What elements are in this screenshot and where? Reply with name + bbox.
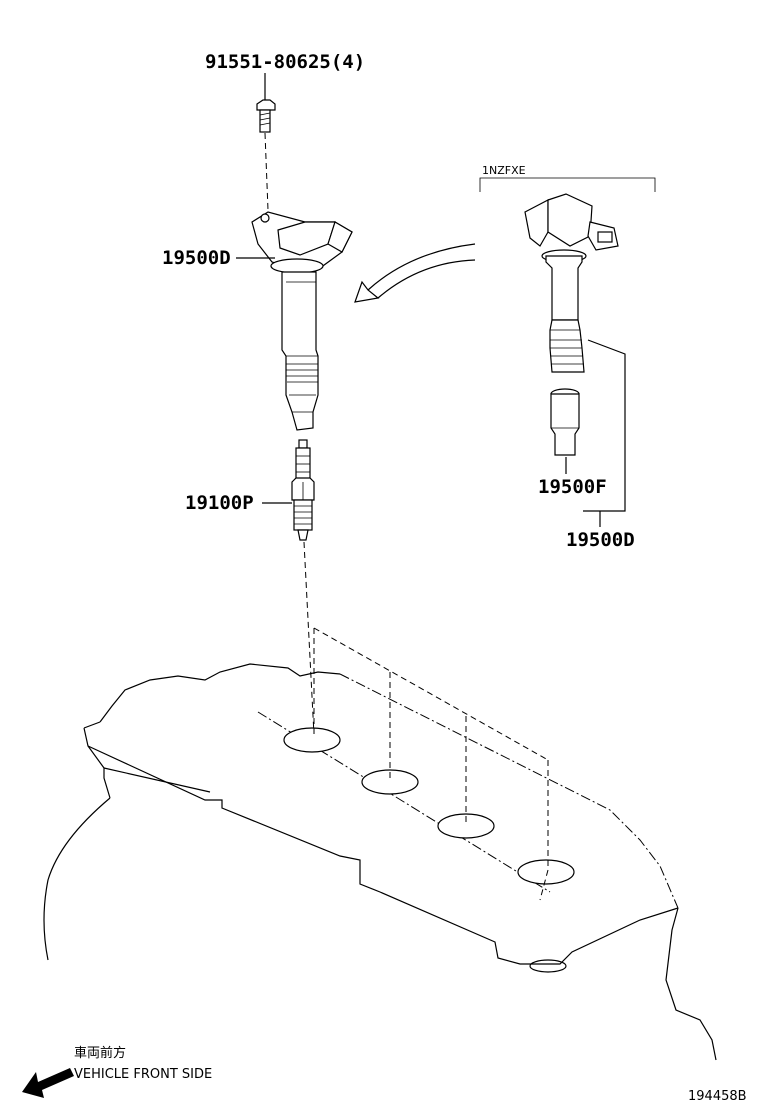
ignition-coil-main-icon xyxy=(251,211,353,431)
spark-plug-icon xyxy=(291,439,315,541)
spark-plug-alignment-line xyxy=(303,541,315,736)
plug-hole-4 xyxy=(517,859,575,885)
variant-coil-bracket xyxy=(583,339,626,512)
plug-hole-1 xyxy=(283,727,341,753)
bolt-alignment-line xyxy=(264,132,269,211)
ignition-coil-variant-icon xyxy=(524,193,619,373)
spark-plug-part-number: 19100P xyxy=(185,492,254,514)
coil-variant-part-number: 19500D xyxy=(566,529,635,551)
plug-alignment-ladder xyxy=(313,627,549,901)
vehicle-front-japanese: 車両前方 xyxy=(74,1045,126,1061)
variant-arrow-icon xyxy=(354,243,476,303)
coil-main-part-number: 19500D xyxy=(162,247,231,269)
variant-bracket xyxy=(479,177,656,192)
vehicle-front-english: VEHICLE FRONT SIDE xyxy=(74,1067,212,1082)
vehicle-front-arrow-icon xyxy=(22,1068,74,1098)
plug-hole-2 xyxy=(361,769,419,795)
bolt-part-number: 91551-80625(4) xyxy=(205,51,365,73)
engine-variant-label: 1NZFXE xyxy=(482,164,526,177)
figure-id: 194458B xyxy=(688,1089,747,1104)
boot-icon xyxy=(550,388,580,456)
plug-hole-3 xyxy=(437,813,495,839)
boot-part-number: 19500F xyxy=(538,476,607,498)
engine-head-outline xyxy=(43,663,717,1061)
bolt-icon xyxy=(256,99,276,133)
